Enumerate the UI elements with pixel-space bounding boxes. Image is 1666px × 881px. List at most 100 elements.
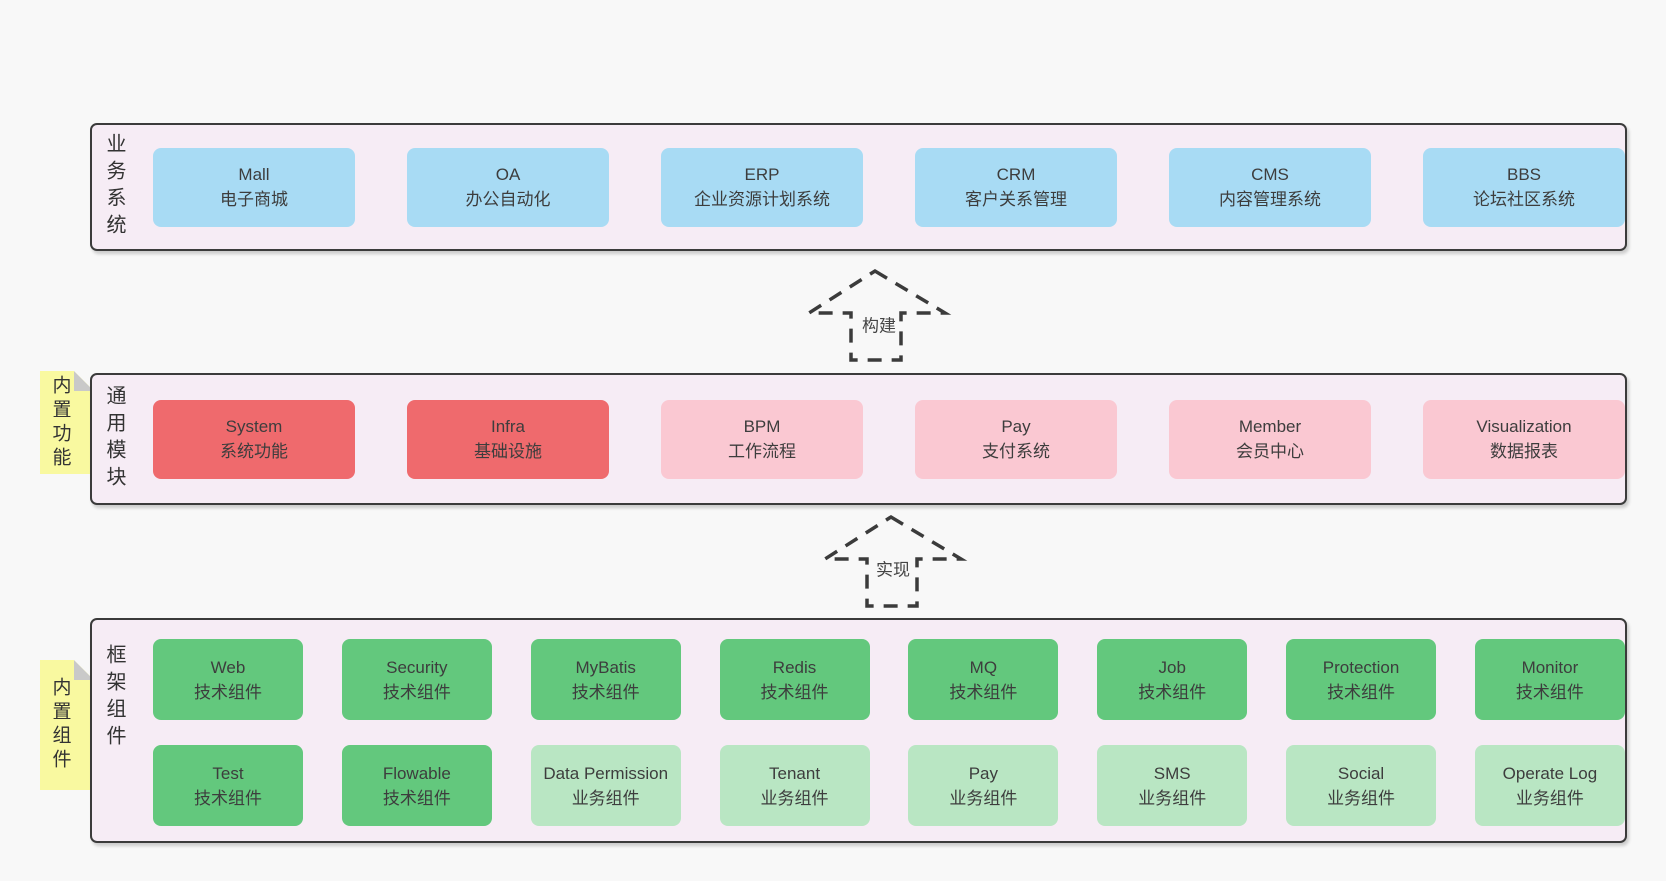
band-business-systems: 业务系统 Mall 电子商城 OA 办公自动化 ERP 企业资源计划系统 CRM… <box>90 123 1627 251</box>
sticky-note-built-in-features: 内置功能 <box>40 371 94 474</box>
business-box-oa: OA 办公自动化 <box>407 147 609 227</box>
box-title: Visualization <box>1476 417 1572 436</box>
framework-box-mq: MQ 技术组件 <box>908 639 1059 720</box>
framework-box-pay: Pay 业务组件 <box>908 745 1059 826</box>
implement-arrow-label: 实现 <box>873 553 913 583</box>
framework-box-tenant: Tenant 业务组件 <box>719 745 870 826</box>
band-label-framework-components: 框架组件 <box>103 620 125 841</box>
box-subtitle: 技术组件 <box>760 682 829 702</box>
box-subtitle: 系统功能 <box>220 442 288 461</box>
box-title: Operate Log <box>1502 763 1598 783</box>
box-subtitle: 业务组件 <box>949 788 1018 808</box>
framework-box-security: Security 技术组件 <box>341 639 492 720</box>
box-title: Flowable <box>382 763 451 783</box>
framework-box-protection: Protection 技术组件 <box>1286 639 1437 720</box>
box-subtitle: 基础设施 <box>474 442 542 461</box>
framework-box-test: Test 技术组件 <box>153 745 303 826</box>
box-title: Monitor <box>1521 657 1579 677</box>
up-arrow-icon <box>806 268 952 362</box>
sticky-note-label: 内置功能 <box>49 374 71 471</box>
box-subtitle: 技术组件 <box>382 682 451 702</box>
module-box-infra: Infra 基础设施 <box>407 399 609 479</box>
build-arrow-label: 构建 <box>859 309 899 339</box>
box-title: Web <box>210 657 246 677</box>
module-box-system: System 系统功能 <box>153 399 355 479</box>
business-box-row: Mall 电子商城 OA 办公自动化 ERP 企业资源计划系统 CRM 客户关系… <box>153 125 1625 249</box>
box-subtitle: 内容管理系统 <box>1219 190 1321 209</box>
band-label-text: 通用模块 <box>103 385 125 493</box>
box-title: Mall <box>238 165 270 184</box>
box-subtitle: 办公自动化 <box>465 190 551 209</box>
box-subtitle: 技术组件 <box>1515 682 1584 702</box>
box-title: Tenant <box>769 763 821 783</box>
box-title: ERP <box>744 165 780 184</box>
box-subtitle: 电子商城 <box>220 190 288 209</box>
box-title: Job <box>1158 657 1186 677</box>
box-subtitle: 论坛社区系统 <box>1473 190 1575 209</box>
box-title: Data Permission <box>543 763 669 783</box>
band-common-modules: 通用模块 System 系统功能 Infra 基础设施 BPM 工作流程 Pay… <box>90 373 1627 505</box>
box-subtitle: 技术组件 <box>1138 682 1207 702</box>
box-title: Pay <box>968 763 999 783</box>
framework-box-data-permission: Data Permission 业务组件 <box>530 745 681 826</box>
module-box-pay: Pay 支付系统 <box>915 399 1117 479</box>
box-subtitle: 技术组件 <box>1327 682 1396 702</box>
build-arrow: 构建 <box>806 268 952 364</box>
framework-box-social: Social 业务组件 <box>1286 745 1437 826</box>
framework-box-monitor: Monitor 技术组件 <box>1474 639 1625 720</box>
box-subtitle: 技术组件 <box>194 682 262 702</box>
box-title: Protection <box>1322 657 1400 677</box>
framework-box-mybatis: MyBatis 技术组件 <box>530 639 681 720</box>
business-box-bbs: BBS 论坛社区系统 <box>1423 147 1625 227</box>
band-label-business-systems: 业务系统 <box>103 125 125 249</box>
framework-box-row-1: Web 技术组件 Security 技术组件 MyBatis 技术组件 Redi… <box>153 639 1625 720</box>
framework-box-row-2: Test 技术组件 Flowable 技术组件 Data Permission … <box>153 745 1625 826</box>
framework-box-sms: SMS 业务组件 <box>1097 745 1248 826</box>
box-subtitle: 技术组件 <box>571 682 640 702</box>
box-subtitle: 业务组件 <box>571 788 640 808</box>
box-title: SMS <box>1153 763 1191 783</box>
framework-box-job: Job 技术组件 <box>1097 639 1248 720</box>
box-title: System <box>225 417 283 436</box>
up-arrow-icon <box>822 514 968 608</box>
box-title: CMS <box>1251 165 1289 184</box>
band-label-common-modules: 通用模块 <box>103 375 125 503</box>
box-title: Security <box>386 657 448 677</box>
box-subtitle: 数据报表 <box>1490 442 1558 461</box>
band-label-text: 框架组件 <box>103 644 125 752</box>
framework-box-redis: Redis 技术组件 <box>719 639 870 720</box>
box-subtitle: 业务组件 <box>1515 788 1584 808</box>
framework-box-operate-log: Operate Log 业务组件 <box>1474 745 1625 826</box>
framework-box-flowable: Flowable 技术组件 <box>341 745 492 826</box>
box-title: MQ <box>969 657 998 677</box>
box-title: MyBatis <box>575 657 636 677</box>
box-subtitle: 业务组件 <box>1327 788 1396 808</box>
box-subtitle: 业务组件 <box>1138 788 1207 808</box>
box-subtitle: 工作流程 <box>728 442 796 461</box>
box-title: Test <box>212 763 244 783</box>
module-box-member: Member 会员中心 <box>1169 399 1371 479</box>
band-framework-components: 框架组件 Web 技术组件 Security 技术组件 MyBatis 技术组件… <box>90 618 1627 843</box>
box-subtitle: 支付系统 <box>982 442 1050 461</box>
business-box-crm: CRM 客户关系管理 <box>915 147 1117 227</box>
business-box-mall: Mall 电子商城 <box>153 147 355 227</box>
box-title: Pay <box>1001 417 1031 436</box>
sticky-note-label: 内置组件 <box>49 677 71 773</box>
box-subtitle: 客户关系管理 <box>965 190 1067 209</box>
box-title: Infra <box>490 417 526 436</box>
box-title: Redis <box>772 657 817 677</box>
business-box-erp: ERP 企业资源计划系统 <box>661 147 863 227</box>
box-title: BPM <box>743 417 781 436</box>
box-subtitle: 业务组件 <box>760 788 829 808</box>
box-subtitle: 技术组件 <box>382 788 451 808</box>
box-title: CRM <box>996 165 1036 184</box>
module-box-visualization: Visualization 数据报表 <box>1423 399 1625 479</box>
implement-arrow: 实现 <box>822 514 968 610</box>
module-box-bpm: BPM 工作流程 <box>661 399 863 479</box>
band-label-text: 业务系统 <box>103 133 125 241</box>
box-title: Member <box>1238 417 1302 436</box>
box-subtitle: 技术组件 <box>194 788 262 808</box>
box-subtitle: 会员中心 <box>1236 442 1304 461</box>
box-subtitle: 企业资源计划系统 <box>694 190 830 209</box>
